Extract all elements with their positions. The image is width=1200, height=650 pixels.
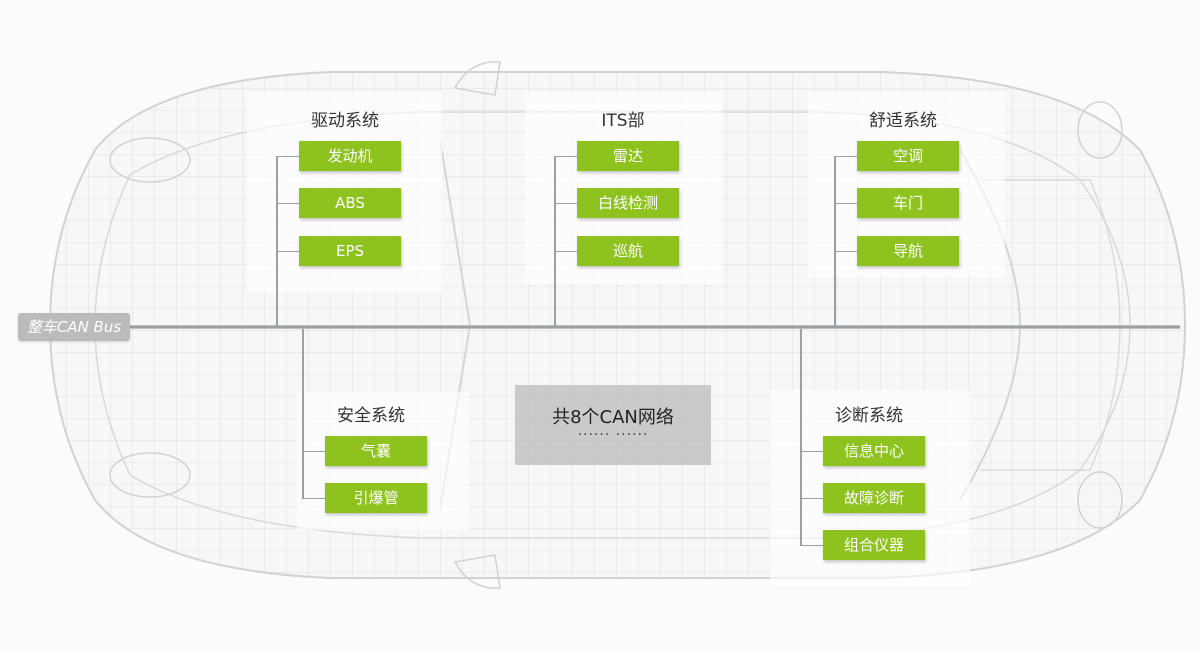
diag-item-fault-diagnosis: 故障诊断	[823, 483, 925, 513]
comfort-item-door: 车门	[857, 188, 959, 218]
diag-branch	[800, 545, 823, 546]
comfort-item-ac: 空调	[857, 141, 959, 171]
its-trunk	[554, 156, 556, 327]
comfort-item-navigation: 导航	[857, 236, 959, 266]
safety-item-squib: 引爆管	[325, 483, 427, 513]
diag-item-info-center: 信息中心	[823, 436, 925, 466]
diagnostic-system-title: 诊断系统	[835, 406, 903, 426]
drive-item-eps: EPS	[299, 236, 401, 266]
diag-branch	[800, 498, 823, 499]
can-network-summary: 共8个CAN网络 ······ ······	[515, 385, 711, 465]
comfort-trunk	[834, 156, 836, 327]
safety-branch	[302, 498, 325, 499]
drive-branch	[276, 251, 299, 252]
can-network-count: 共8个CAN网络	[552, 407, 674, 428]
drive-system-title: 驱动系统	[311, 111, 379, 131]
comfort-branch	[834, 156, 857, 157]
comfort-system-title: 舒适系统	[869, 111, 937, 131]
drive-trunk	[276, 156, 278, 327]
can-network-ellipsis: ······ ······	[577, 427, 649, 443]
its-item-lane-detection: 白线检测	[577, 188, 679, 218]
drive-item-abs: ABS	[299, 188, 401, 218]
its-title: ITS部	[601, 111, 645, 131]
its-branch	[554, 203, 577, 204]
its-item-radar: 雷达	[577, 141, 679, 171]
can-bus-line	[130, 325, 1180, 329]
its-branch	[554, 251, 577, 252]
safety-system-title: 安全系统	[337, 406, 405, 426]
can-bus-label: 整车CAN Bus	[18, 313, 130, 341]
comfort-branch	[834, 203, 857, 204]
diag-item-instrument-cluster: 组合仪器	[823, 530, 925, 560]
safety-item-airbag: 气囊	[325, 436, 427, 466]
safety-branch	[302, 451, 325, 452]
diag-branch	[800, 451, 823, 452]
drive-item-engine: 发动机	[299, 141, 401, 171]
drive-branch	[276, 156, 299, 157]
safety-trunk	[302, 329, 304, 498]
comfort-branch	[834, 251, 857, 252]
drive-branch	[276, 203, 299, 204]
diag-trunk	[800, 329, 802, 546]
its-item-cruise: 巡航	[577, 236, 679, 266]
its-branch	[554, 156, 577, 157]
